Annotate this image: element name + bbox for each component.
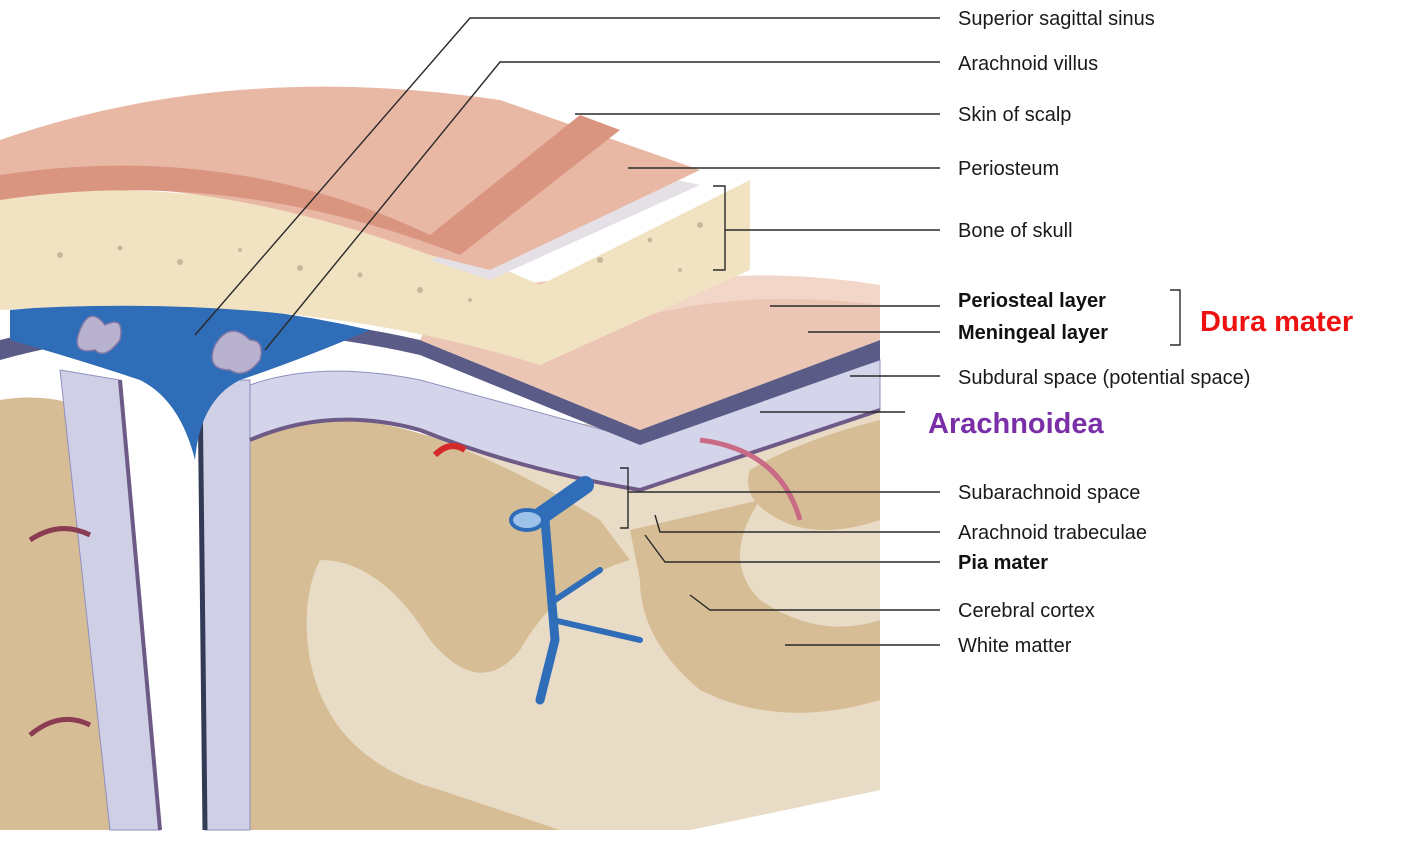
label-superior-sagittal-sinus: Superior sagittal sinus [958, 8, 1155, 30]
bracket-dura-mater [1170, 290, 1180, 345]
label-skin-of-scalp: Skin of scalp [958, 104, 1071, 126]
labels: Superior sagittal sinus Arachnoid villus… [928, 8, 1353, 657]
anatomy-drawing [0, 87, 880, 830]
label-meningeal-layer: Meningeal layer [958, 322, 1108, 344]
label-subdural-space: Subdural space (potential space) [958, 367, 1250, 389]
label-arachnoid-trabeculae: Arachnoid trabeculae [958, 522, 1147, 544]
label-arachnoid-villus: Arachnoid villus [958, 53, 1098, 75]
vessel-lumen [511, 510, 543, 530]
arachnoid-mesh-center [200, 380, 250, 830]
label-periosteum: Periosteum [958, 158, 1059, 180]
label-subarachnoid-space: Subarachnoid space [958, 482, 1140, 504]
label-cerebral-cortex: Cerebral cortex [958, 600, 1095, 622]
label-bone-of-skull: Bone of skull [958, 220, 1073, 242]
label-pia-mater: Pia mater [958, 552, 1048, 574]
label-white-matter: White matter [958, 635, 1072, 657]
label-periosteal-layer: Periosteal layer [958, 290, 1106, 312]
callout-arachnoidea: Arachnoidea [928, 408, 1105, 440]
callout-dura-mater: Dura mater [1200, 306, 1353, 338]
